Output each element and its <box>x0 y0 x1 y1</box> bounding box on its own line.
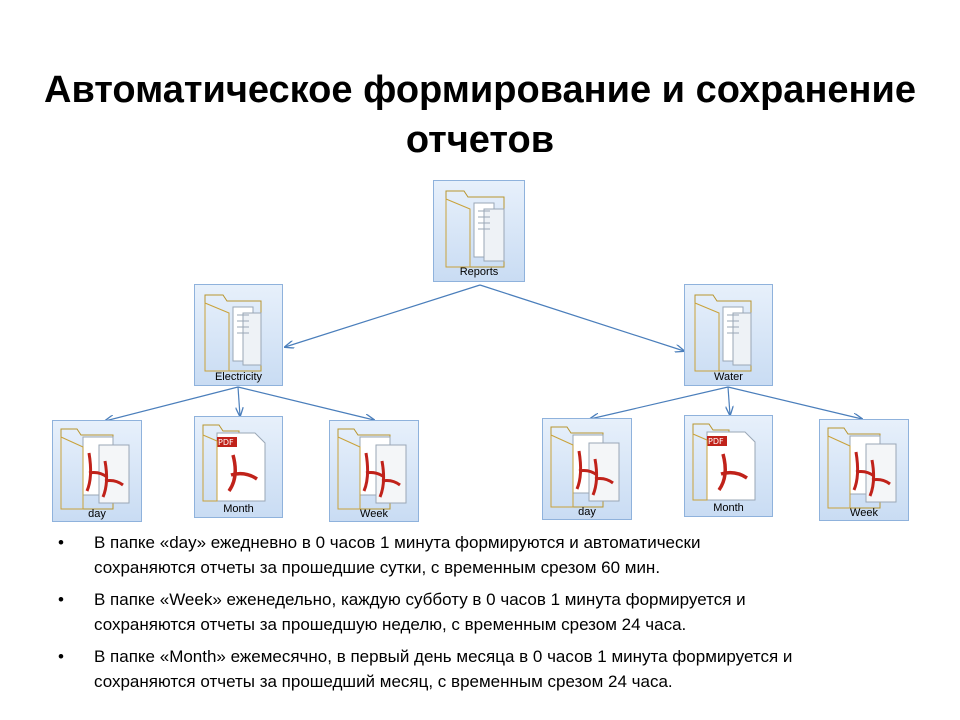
bullet-line: В папке «Week» еженедельно, каждую суббо… <box>94 590 746 609</box>
pdf-document-icon: PDF <box>202 424 266 502</box>
bullet-text-week: В папке «Week» еженедельно, каждую суббо… <box>94 587 904 637</box>
folder-label-water: Water <box>714 371 743 383</box>
pdf-folder-icon <box>60 428 130 510</box>
folder-label-week: Week <box>850 507 878 519</box>
folder-label-electricity: Electricity <box>214 371 263 383</box>
folder-icon <box>204 294 262 372</box>
pdf-folder-icon <box>337 428 407 510</box>
bullet-line: сохраняются отчеты за прошедшую неделю, … <box>94 615 687 634</box>
svg-text:PDF: PDF <box>218 438 234 447</box>
connector-electricity-month <box>238 386 240 416</box>
pdf-folder-icon <box>550 426 620 508</box>
svg-text:PDF: PDF <box>708 437 724 446</box>
water-month-folder[interactable]: PDF Month <box>684 415 773 517</box>
connector-water-month <box>728 386 730 415</box>
connector-reports-electricity <box>285 284 481 347</box>
electricity-folder[interactable]: Electricity <box>194 284 283 386</box>
bullet-marker: • <box>58 647 64 666</box>
folder-label-month: Month <box>223 503 254 515</box>
folder-label-day: day <box>88 508 106 520</box>
bullet-line: сохраняются отчеты за прошедший месяц, с… <box>94 672 673 691</box>
folder-label-week: Week <box>360 508 388 520</box>
folder-label-reports: Reports <box>459 266 499 278</box>
bullet-marker: • <box>58 533 64 552</box>
folder-label-day: day <box>578 506 596 518</box>
water-day-folder[interactable]: day <box>542 418 632 520</box>
electricity-day-folder[interactable]: day <box>52 420 142 522</box>
bullet-line: В папке «Month» ежемесячно, в первый ден… <box>94 647 793 666</box>
bullet-line: В папке «day» ежедневно в 0 часов 1 мину… <box>94 533 701 552</box>
bullet-text-day: В папке «day» ежедневно в 0 часов 1 мину… <box>94 530 904 580</box>
pdf-folder-icon <box>827 427 897 509</box>
reports-folder[interactable]: Reports <box>433 180 525 282</box>
slide-title: Автоматическое формирование и сохранение… <box>44 69 916 162</box>
electricity-month-folder[interactable]: PDF Month <box>194 416 283 518</box>
water-week-folder[interactable]: Week <box>819 419 909 521</box>
bullet-marker: • <box>58 590 64 609</box>
connector-reports-water <box>479 284 684 351</box>
water-folder[interactable]: Water <box>684 284 773 386</box>
bullet-text-month: В папке «Month» ежемесячно, в первый ден… <box>94 644 904 694</box>
pdf-document-icon: PDF <box>692 423 756 501</box>
electricity-week-folder[interactable]: Week <box>329 420 419 522</box>
bullet-line: сохраняются отчеты за прошедшие сутки, с… <box>94 558 661 577</box>
folder-icon <box>694 294 752 372</box>
folder-icon <box>445 190 505 268</box>
folder-label-month: Month <box>713 502 744 514</box>
